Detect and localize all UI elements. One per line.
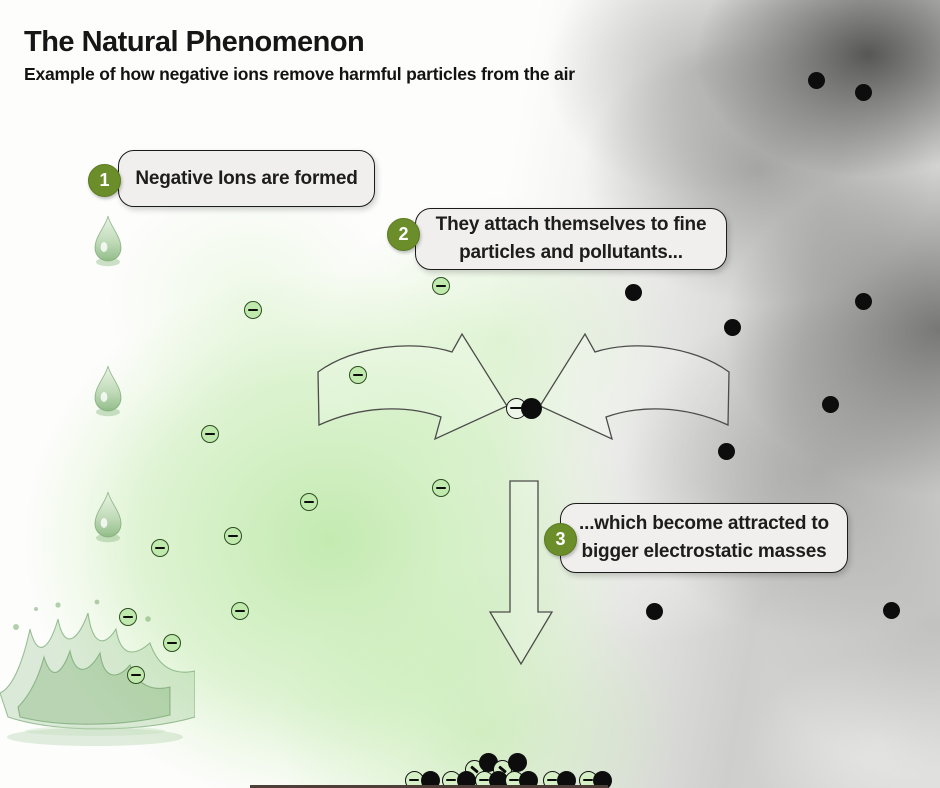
negative-ion-icon (224, 527, 242, 545)
minus-icon (469, 764, 479, 774)
water-droplet-icon (94, 491, 122, 543)
negative-ion-icon (119, 608, 137, 626)
minus-icon (123, 615, 133, 619)
pollutant-particle-dot (854, 83, 872, 101)
negative-ion-icon (231, 602, 249, 620)
minus-icon (479, 778, 489, 782)
minus-icon (509, 778, 519, 782)
pollutant-particle-dot (854, 292, 872, 310)
negative-ion-icon (244, 301, 262, 319)
step-3-label: ...which become attracted to bigger elec… (579, 513, 829, 562)
minus-icon (353, 373, 363, 377)
step-2-number: 2 (398, 224, 409, 244)
cluster-ion-icon (460, 755, 488, 783)
negative-ion-icon (163, 634, 181, 652)
negative-ion-icon (300, 493, 318, 511)
cluster-ion-icon (488, 755, 516, 783)
pollutant-particle-dot (645, 602, 663, 620)
negative-ion-icon (432, 479, 450, 497)
negative-ion-icon (127, 666, 145, 684)
page-subtitle: Example of how negative ions remove harm… (24, 64, 575, 84)
pollutant-particle-dot (723, 318, 741, 336)
minus-icon (583, 778, 593, 782)
pollutant-particle-dot (807, 71, 825, 89)
minus-icon (510, 406, 522, 410)
pollutant-particle-dot (821, 395, 839, 413)
negative-ion-icon (151, 539, 169, 557)
negative-ion-icon (349, 366, 367, 384)
cluster-particle-dot (507, 752, 527, 772)
step-2-number-badge: 2 (387, 218, 420, 251)
minus-icon (436, 486, 446, 490)
step-1-number: 1 (99, 170, 110, 190)
minus-icon (436, 284, 446, 288)
step-2-callout: They attach themselves to fine particles… (415, 208, 727, 270)
step-2-label: They attach themselves to fine particles… (435, 214, 707, 263)
step-1-label: Negative Ions are formed (135, 167, 358, 189)
minus-icon (446, 778, 456, 782)
pollutant-particle-dot (882, 601, 900, 619)
step-3-number: 3 (555, 529, 566, 549)
minus-icon (304, 500, 314, 504)
minus-icon (131, 673, 141, 677)
minus-icon (155, 546, 165, 550)
water-droplet-icon (94, 215, 122, 267)
step-3-number-badge: 3 (544, 523, 577, 556)
pollutant-particle-dot (624, 283, 642, 301)
step-1-callout: Negative Ions are formed (118, 150, 375, 207)
negative-ion-icon (432, 277, 450, 295)
minus-icon (167, 641, 177, 645)
minus-icon (497, 764, 507, 774)
negative-ion-icon (201, 425, 219, 443)
minus-icon (547, 778, 557, 782)
water-droplet-icon (94, 365, 122, 417)
down-arrow-icon (488, 480, 554, 666)
minus-icon (205, 432, 215, 436)
minus-icon (248, 308, 258, 312)
page-title: The Natural Phenomenon (24, 26, 365, 58)
pollutant-particle-dot (717, 442, 735, 460)
step-1-number-badge: 1 (88, 164, 121, 197)
minus-icon (235, 609, 245, 613)
captured-particle-dot (520, 397, 542, 419)
minus-icon (228, 534, 238, 538)
water-splash-illustration (0, 599, 195, 746)
step-3-callout: ...which become attracted to bigger elec… (560, 503, 848, 573)
cluster-particle-dot (478, 752, 498, 772)
minus-icon (409, 778, 419, 782)
curved-arrow-right-icon (539, 332, 730, 441)
curved-arrow-left-icon (317, 332, 508, 441)
captured-ion-icon (505, 397, 527, 419)
